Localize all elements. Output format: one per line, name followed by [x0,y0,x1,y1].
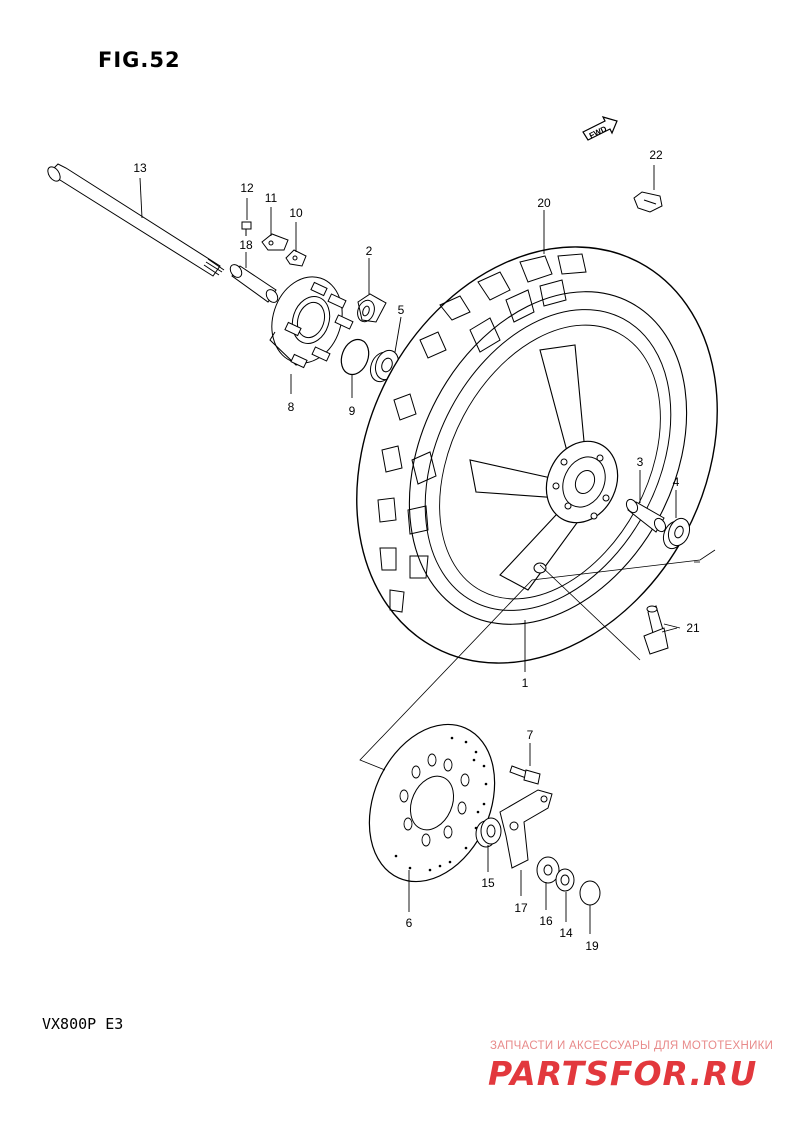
callout-6: 6 [406,916,413,930]
front-wheel-and-tire [356,246,718,664]
model-code: VX800P E3 [42,1015,124,1033]
callout-13: 13 [133,161,147,175]
callout-12: 12 [240,181,254,195]
collar-2 [357,293,387,323]
bolt-12 [241,221,252,236]
callout-19: 19 [585,939,599,953]
bracket-17 [499,789,553,869]
callout-9: 9 [349,404,356,418]
cap-19 [579,880,601,906]
reference-lines [359,549,716,771]
callout-22: 22 [649,148,663,162]
bracket-10 [285,249,307,267]
callout-3: 3 [637,455,644,469]
callout-15: 15 [481,876,495,890]
callout-20: 20 [537,196,551,210]
collar-15 [475,817,502,848]
callout-5: 5 [398,303,405,317]
callout-18: 18 [239,238,253,252]
callout-7: 7 [527,728,534,742]
callout-2: 2 [366,244,373,258]
sprocket-drum-8 [269,276,354,369]
figure-title: FIG.52 [98,48,181,72]
bearing-5 [369,349,400,383]
brake-disc-6 [368,723,496,883]
nut-14 [555,868,575,892]
bracket-11 [261,233,289,251]
spacer-18 [229,264,279,303]
callout-11: 11 [265,191,278,205]
fwd-label: FWD [588,124,609,140]
spacer-16 [536,856,560,884]
front-axle [47,163,225,277]
callout-21: 21 [686,621,700,635]
spacer-3 [625,498,667,533]
valve-21 [643,605,669,655]
watermark-tagline: ЗАПЧАСТИ И АКСЕССУАРЫ ДЛЯ МОТОТЕХНИКИ [490,1040,774,1052]
callout-1: 1 [522,676,529,690]
leader-lines [139,165,678,934]
bearing-4 [662,517,691,550]
o-ring-9 [340,338,370,376]
bolt-7 [509,765,541,785]
callout-10: 10 [289,206,303,220]
callout-8: 8 [288,400,295,414]
callout-numbers: 13 12 11 10 18 2 5 8 9 20 22 3 4 21 1 7 … [133,148,700,953]
callout-17: 17 [514,901,528,915]
clip-22 [633,191,663,213]
forward-arrow-icon: FWD [582,116,618,141]
watermark-logo: PARTSFOR.RU [488,1054,758,1093]
callout-14: 14 [559,926,573,940]
callout-16: 16 [539,914,553,928]
callout-4: 4 [673,475,680,489]
